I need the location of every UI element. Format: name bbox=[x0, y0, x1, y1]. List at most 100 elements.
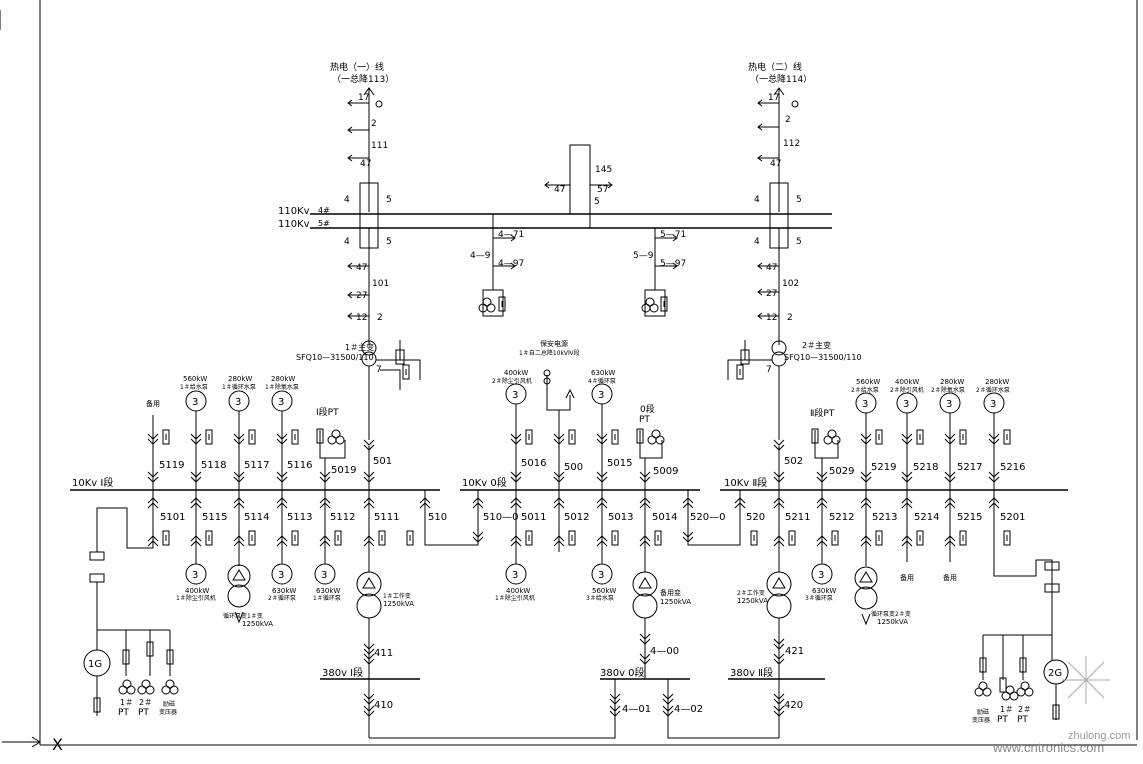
svg-text:2＃除尘引风机: 2＃除尘引风机 bbox=[492, 377, 532, 385]
svg-text:5—97: 5—97 bbox=[660, 259, 686, 269]
svg-text:280kW: 280kW bbox=[940, 378, 964, 386]
svg-text:5115: 5115 bbox=[202, 512, 227, 523]
svg-text:280kW: 280kW bbox=[228, 375, 252, 383]
svg-text:3＃循环泵: 3＃循环泵 bbox=[805, 594, 833, 602]
svg-text:4—97: 4—97 bbox=[498, 259, 524, 269]
svg-text:（一总降113）: （一总降113） bbox=[332, 73, 394, 85]
svg-text:5011: 5011 bbox=[521, 512, 546, 523]
svg-text:380v Ⅱ段: 380v Ⅱ段 bbox=[730, 666, 773, 679]
svg-text:热电（一）线: 热电（一）线 bbox=[330, 61, 384, 73]
svg-text:2＃主变: 2＃主变 bbox=[802, 340, 831, 350]
upper-feeders: 备用 5119 560kW 1＃给水泵 5118 280kW 1＃循环水泵 51… bbox=[146, 339, 1025, 490]
svg-text:4—9: 4—9 bbox=[470, 251, 491, 261]
svg-text:5215: 5215 bbox=[957, 512, 982, 523]
pt-110-left: 4—71 4—9 4—97 bbox=[470, 214, 524, 317]
svg-text:5012: 5012 bbox=[564, 512, 589, 523]
svg-text:备用: 备用 bbox=[146, 399, 160, 408]
bus-tie-110kv: 145 47 57 5 bbox=[544, 144, 613, 228]
svg-text:410: 410 bbox=[374, 700, 393, 711]
svg-text:4: 4 bbox=[754, 195, 760, 205]
svg-text:400kW: 400kW bbox=[895, 378, 919, 386]
svg-text:PT: PT bbox=[639, 415, 650, 425]
svg-text:2: 2 bbox=[785, 115, 791, 125]
svg-text:4: 4 bbox=[344, 237, 350, 247]
svg-text:630kW: 630kW bbox=[812, 587, 836, 595]
svg-text:1＃循环泵: 1＃循环泵 bbox=[313, 594, 341, 602]
axis-marker: X bbox=[52, 735, 63, 754]
svg-text:47: 47 bbox=[766, 263, 777, 273]
svg-text:4—00: 4—00 bbox=[650, 646, 679, 657]
svg-text:1＃工作变: 1＃工作变 bbox=[383, 592, 411, 600]
svg-text:47: 47 bbox=[554, 185, 565, 195]
svg-text:57: 57 bbox=[597, 185, 608, 195]
svg-text:630kW: 630kW bbox=[316, 587, 340, 595]
svg-text:420: 420 bbox=[784, 700, 803, 711]
svg-text:110Kv: 110Kv bbox=[278, 219, 310, 230]
svg-text:1＃: 1＃ bbox=[120, 698, 133, 707]
svg-text:1250kVA: 1250kVA bbox=[660, 598, 691, 606]
svg-text:2＃: 2＃ bbox=[139, 698, 152, 707]
svg-text:2＃: 2＃ bbox=[1018, 705, 1031, 714]
svg-text:备用变: 备用变 bbox=[660, 588, 681, 597]
svg-text:5#: 5# bbox=[318, 219, 330, 228]
svg-text:5029: 5029 bbox=[829, 466, 854, 477]
incomer-502: 502 bbox=[773, 439, 803, 490]
svg-text:17: 17 bbox=[358, 93, 369, 103]
svg-text:501: 501 bbox=[373, 456, 392, 467]
svg-text:5217: 5217 bbox=[957, 462, 982, 473]
incomer-501: 501 bbox=[363, 439, 392, 490]
svg-text:2＃循环泵: 2＃循环泵 bbox=[268, 594, 296, 602]
svg-text:400kW: 400kW bbox=[504, 369, 528, 377]
svg-text:PT: PT bbox=[1017, 715, 1028, 725]
svg-text:5214: 5214 bbox=[914, 512, 939, 523]
svg-text:5112: 5112 bbox=[330, 512, 355, 523]
svg-text:5009: 5009 bbox=[653, 466, 678, 477]
svg-text:1＃给水泵: 1＃给水泵 bbox=[180, 383, 208, 391]
main-transformer-1: 1＃主变 SFQ10—31500/110 7 bbox=[296, 340, 421, 440]
svg-text:500: 500 bbox=[564, 462, 583, 473]
svg-text:Ⅰ段PT: Ⅰ段PT bbox=[316, 406, 339, 418]
svg-text:变压器: 变压器 bbox=[972, 716, 990, 724]
axis-arrow-icon bbox=[2, 736, 41, 748]
svg-text:411: 411 bbox=[374, 648, 393, 659]
svg-text:5219: 5219 bbox=[871, 462, 896, 473]
svg-text:PT: PT bbox=[997, 715, 1008, 725]
svg-text:380v Ⅰ段: 380v Ⅰ段 bbox=[322, 666, 363, 679]
generator-2: 2G 励磁 变压器 1＃ PT 2＃ PT bbox=[972, 561, 1069, 725]
svg-text:2: 2 bbox=[787, 313, 793, 323]
svg-text:101: 101 bbox=[372, 279, 389, 289]
svg-text:5: 5 bbox=[386, 195, 392, 205]
incoming-line-left: 热电（一）线 （一总降113） 17 2 111 47 4 5 4 5 47 1… bbox=[330, 61, 394, 345]
svg-text:备用: 备用 bbox=[900, 573, 914, 582]
svg-text:励磁: 励磁 bbox=[977, 708, 989, 716]
svg-text:5212: 5212 bbox=[829, 512, 854, 523]
svg-text:www.cntronics.com: www.cntronics.com bbox=[992, 740, 1104, 755]
svg-text:5—9: 5—9 bbox=[633, 251, 654, 261]
svg-text:1250kVA: 1250kVA bbox=[737, 597, 768, 605]
svg-text:10Kv Ⅰ段: 10Kv Ⅰ段 bbox=[72, 476, 113, 489]
svg-text:1250kVA: 1250kVA bbox=[877, 618, 908, 626]
svg-text:4#: 4# bbox=[318, 206, 330, 215]
svg-text:17: 17 bbox=[768, 93, 779, 103]
svg-text:5114: 5114 bbox=[244, 512, 269, 523]
svg-text:560kW: 560kW bbox=[856, 378, 880, 386]
svg-text:2G: 2G bbox=[1048, 668, 1062, 679]
svg-text:（一总降114）: （一总降114） bbox=[750, 73, 812, 85]
svg-text:0段: 0段 bbox=[640, 403, 655, 415]
watermark: zhulong.com www.cntronics.com bbox=[992, 656, 1130, 755]
svg-text:1＃循环水泵: 1＃循环水泵 bbox=[222, 383, 256, 391]
svg-text:5218: 5218 bbox=[913, 462, 938, 473]
svg-text:560kW: 560kW bbox=[592, 587, 616, 595]
svg-text:2＃工作变: 2＃工作变 bbox=[737, 589, 765, 597]
svg-text:12: 12 bbox=[356, 313, 367, 323]
svg-text:280kW: 280kW bbox=[985, 378, 1009, 386]
svg-text:5213: 5213 bbox=[872, 512, 897, 523]
svg-text:5016: 5016 bbox=[521, 458, 546, 469]
main-transformer-2: 2＃主变 SFQ10—31500/110 7 bbox=[727, 340, 862, 440]
incoming-line-right: 热电（二）线 （一总降114） 17 2 112 47 4 5 4 5 47 1… bbox=[748, 61, 812, 345]
svg-text:5118: 5118 bbox=[201, 460, 226, 471]
svg-text:102: 102 bbox=[782, 279, 799, 289]
svg-text:560kW: 560kW bbox=[183, 375, 207, 383]
svg-text:5211: 5211 bbox=[785, 512, 810, 523]
